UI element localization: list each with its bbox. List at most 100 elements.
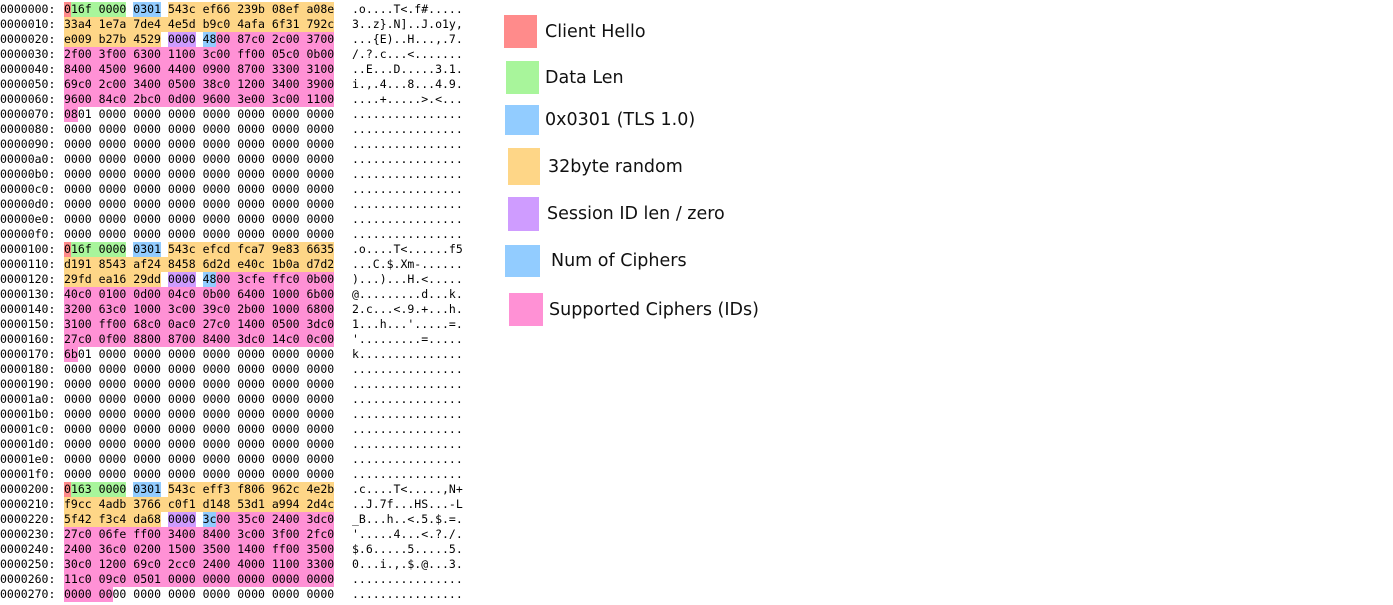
hex-segment: 0000: [271, 167, 300, 181]
hex-gap: [126, 227, 133, 242]
hex-gap: [91, 77, 99, 92]
hex-gap: [161, 227, 168, 242]
hex-segment: 0000: [167, 392, 196, 406]
hex-gap: [265, 122, 272, 137]
hex-gap: [264, 242, 272, 257]
hex-ascii: .c....T<.....,N+: [352, 482, 463, 496]
hex-segment: 0000: [271, 437, 300, 451]
hex-segment: 0000: [64, 422, 92, 436]
hex-word: 0000: [272, 452, 300, 467]
hex-word: 6b00: [306, 287, 335, 302]
hex-word: 3f00: [98, 47, 127, 62]
hex-word: 0000: [272, 407, 300, 422]
hex-segment: 8400: [64, 62, 92, 77]
hex-row: 0000180:0000 0000 0000 0000 0000 0000 00…: [0, 362, 482, 377]
hex-gap: [300, 422, 307, 437]
hex-gap: [196, 512, 203, 527]
hex-segment: 1100: [167, 47, 196, 62]
hex-segment: a08e: [306, 2, 335, 17]
hex-address: 0000120:: [0, 272, 56, 286]
hex-segment: 16f: [70, 2, 92, 17]
hex-gap: [300, 437, 307, 452]
hex-word: ef66: [202, 2, 231, 17]
hex-gap: [91, 572, 99, 587]
hex-segment: 0301: [133, 242, 161, 257]
hex-segment: 2b00: [237, 302, 265, 317]
hex-word: 87c0: [237, 32, 265, 47]
hex-word: 0000: [203, 227, 231, 242]
hex-row: 0000250:30c0 1200 69c0 2cc0 2400 4000 11…: [0, 557, 482, 572]
hex-segment: 2c00: [98, 77, 127, 92]
hex-segment: 0000: [98, 107, 127, 121]
legend-item-random: 32byte random: [508, 148, 683, 185]
hex-address: 00000b0:: [0, 167, 56, 181]
hex-ascii: ...C.$.Xm-......: [352, 257, 463, 271]
hex-gap: [230, 227, 237, 242]
hex-word: efcd: [202, 242, 231, 257]
hex-gap: [264, 512, 272, 527]
hex-word: 08ef: [271, 2, 300, 17]
hex-gap: [230, 437, 237, 452]
hex-ascii: i.,.4...8...4.9.: [352, 77, 463, 91]
hex-address: 0000030:: [0, 47, 56, 61]
hex-word: 0000: [306, 152, 334, 167]
hex-word: 0000: [237, 467, 265, 482]
hex-ascii: ................: [352, 392, 463, 406]
hex-word: 8543: [98, 257, 127, 272]
hex-gap: [300, 212, 307, 227]
hex-word: 0000: [306, 197, 334, 212]
hex-segment: ff00: [271, 542, 300, 557]
hex-gap: [160, 17, 168, 32]
hex-word: 0000: [133, 467, 161, 482]
hex-segment: 0d00: [133, 287, 161, 302]
hex-gap: [230, 302, 238, 317]
hex-gap: [230, 407, 237, 422]
hex-word: 1e7a: [98, 17, 127, 32]
hex-segment: 0000: [133, 407, 161, 421]
hex-word: 0000: [306, 212, 334, 227]
hex-segment: 0000: [167, 122, 196, 136]
hex-gap: [196, 107, 203, 122]
hex-gap: [160, 302, 168, 317]
hex-gap: [299, 92, 307, 107]
hex-word: 0000: [307, 587, 335, 602]
hex-gap: [300, 587, 307, 602]
hex-gap: [92, 197, 99, 212]
hex-gap: [264, 317, 272, 332]
hex-gap: [230, 212, 237, 227]
hex-segment: 6b00: [306, 287, 335, 302]
hex-word: 53d1: [237, 497, 265, 512]
hex-segment: 0000: [306, 137, 335, 151]
hex-word: 27c0: [64, 527, 92, 542]
hex-gap: [230, 197, 237, 212]
num-ciphers-swatch-icon: [505, 245, 540, 277]
hex-word: 0000: [133, 422, 161, 437]
hex-gap: [195, 77, 203, 92]
hex-segment: 0000: [64, 362, 92, 376]
hex-segment: 0000: [271, 587, 300, 601]
hex-word: 09c0: [98, 572, 127, 587]
hex-segment: 40c0: [64, 287, 92, 302]
hex-gap: [126, 422, 133, 437]
hex-word: 0000: [99, 452, 127, 467]
hex-gap: [126, 482, 133, 497]
hex-gap: [126, 197, 133, 212]
hex-segment: 3200: [64, 302, 92, 317]
hex-segment: 0000: [271, 572, 300, 587]
hex-word: 0000: [272, 197, 300, 212]
hex-bytes: 69c0 2c00 3400 0500 38c0 1200 3400 3900: [64, 77, 346, 92]
hex-gap: [230, 497, 238, 512]
hex-segment: 0000: [306, 467, 335, 481]
hex-word: 0000: [133, 122, 161, 137]
hex-word: 0000: [168, 452, 196, 467]
hex-gap: [299, 302, 307, 317]
hex-bytes: 0000 0000 0000 0000 0000 0000 0000 0000: [64, 212, 346, 227]
hex-gap: [161, 212, 168, 227]
hex-bytes: 30c0 1200 69c0 2cc0 2400 4000 1100 3300: [64, 557, 346, 572]
hex-segment: 0000: [202, 437, 231, 451]
hex-segment: 8800: [133, 332, 161, 347]
hex-word: 0000: [64, 122, 92, 137]
